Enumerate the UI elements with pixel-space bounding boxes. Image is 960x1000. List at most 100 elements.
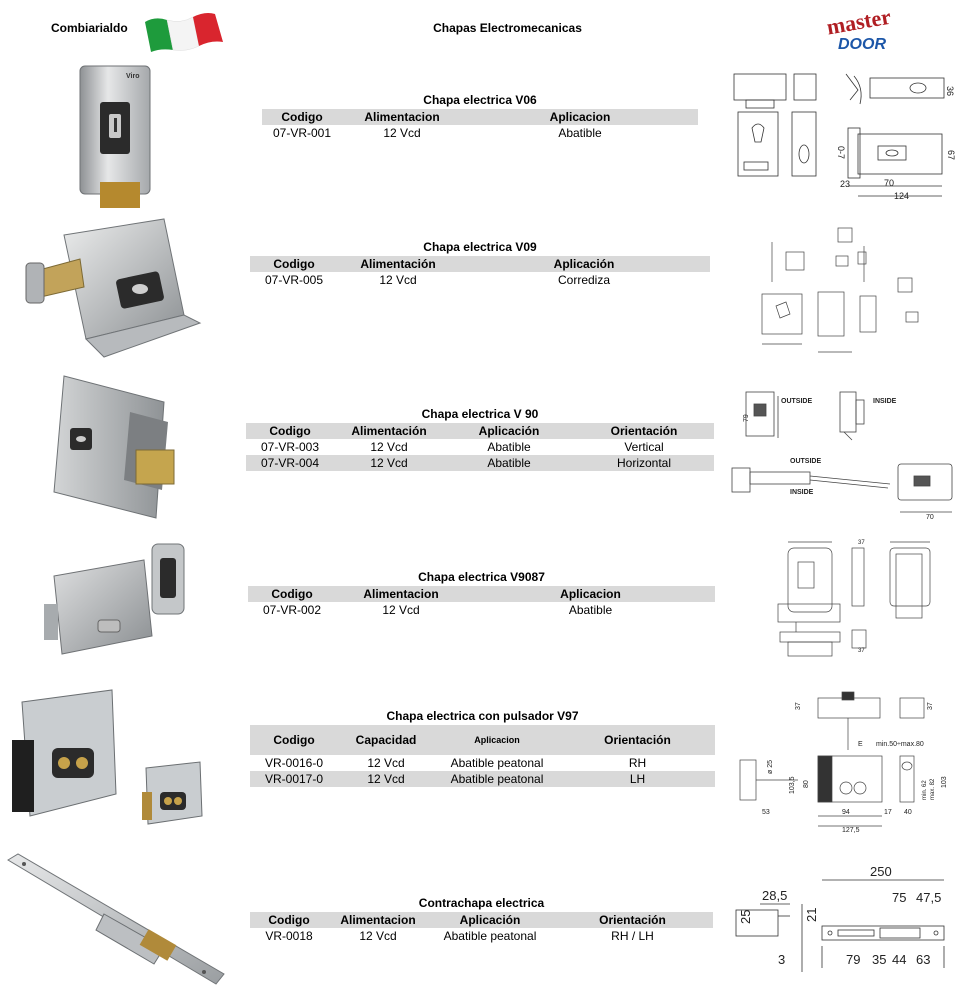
svg-text:E: E [858,741,863,748]
section-title: Contrachapa electrica [418,896,545,910]
svg-text:70: 70 [926,514,934,521]
table-row: 07-VR-003 12 Vcd Abatible Vertical [246,439,714,455]
svg-text:103: 103 [941,776,948,788]
cell-power: 12 Vcd [379,273,417,287]
cell-code: 07-VR-005 [264,273,324,287]
column-header: Alimentacion [328,912,428,928]
column-header: Aplicación [458,256,710,272]
column-header: Alimentación [334,423,444,439]
strike-plate-photo [4,850,226,990]
section-title: Chapa electrica V 90 [421,407,539,421]
table-row: 07-VR-004 12 Vcd Abatible Horizontal [246,455,714,471]
cell-power: 12 Vcd [383,126,421,140]
cell-application: Abatible peatonal [434,771,560,787]
cell-code: 07-VR-001 [272,126,332,140]
cell-code: VR-0017-0 [250,771,338,787]
svg-text:OUTSIDE: OUTSIDE [781,398,812,405]
svg-text:INSIDE: INSIDE [873,398,897,405]
column-header: Codigo [250,912,328,928]
section-title: Chapa electrica V9087 [418,570,545,584]
spec-table: Codigo Alimentacion Aplicación Orientaci… [250,912,713,944]
cell-capacity: 12 Vcd [367,756,405,770]
svg-text:47,5: 47,5 [916,890,941,905]
v06-technical-drawing: 36 67 0-7 23 70 124 [730,68,958,208]
column-header: Capacidad [338,725,434,755]
svg-text:0-7: 0-7 [836,146,846,159]
section-title: Chapa electrica V06 [423,93,537,107]
column-header: Orientación [560,725,715,755]
column-header: Aplicación [444,423,574,439]
svg-text:94: 94 [842,809,850,816]
cell-code: 07-VR-003 [260,440,320,454]
cell-application: Abatible peatonal [450,756,544,770]
v97-lock-photo [8,688,208,834]
table-row: VR-0016-0 12 Vcd Abatible peatonal RH [250,755,715,771]
cell-power: 12 Vcd [370,440,408,454]
spec-table: Codigo Capacidad Aplicacion Orientación … [250,725,715,787]
svg-text:35: 35 [872,952,886,967]
table-row: 07-VR-005 12 Vcd Corrediza [250,272,710,288]
cell-capacity: 12 Vcd [338,771,434,787]
svg-text:40: 40 [904,809,912,816]
cell-orientation: RH [628,756,647,770]
spec-table: Codigo Alimentacion Aplicacion 07-VR-001… [262,109,698,141]
cell-orientation: LH [560,771,715,787]
column-header: Codigo [248,586,336,602]
svg-text:17: 17 [884,809,892,816]
cell-application: Abatible [558,126,602,140]
svg-text:OUTSIDE: OUTSIDE [790,458,821,465]
v97-technical-drawing: 37 37 E min.50÷max.80 ø 25 103,5 80 94 1… [734,690,956,834]
svg-text:37: 37 [858,648,865,654]
master-door-logo: master DOOR [812,4,908,55]
spec-table: Codigo Alimentacion Aplicacion 07-VR-002… [248,586,715,618]
table-row: VR-0017-0 12 Vcd Abatible peatonal LH [250,771,715,787]
cell-code: 07-VR-002 [262,603,322,617]
spec-table: Codigo Alimentación Aplicación 07-VR-005… [250,256,710,288]
svg-text:63: 63 [916,952,930,967]
cell-application: Abatible [568,603,613,617]
svg-text:INSIDE: INSIDE [790,489,814,496]
svg-text:103,5: 103,5 [789,776,796,794]
column-header: Aplicacion [434,725,560,755]
cell-application: Abatible peatonal [443,929,537,943]
svg-text:79: 79 [743,414,750,422]
svg-text:21: 21 [804,908,819,922]
cell-code: 07-VR-004 [246,455,334,471]
cell-application: Abatible [444,455,574,471]
italian-flag [143,8,225,52]
spec-table: Codigo Alimentación Aplicación Orientaci… [246,423,714,471]
v09-technical-drawing [758,222,936,364]
cell-code: VR-0018 [265,929,313,943]
column-header: Orientación [574,423,714,439]
table-row: VR-0018 12 Vcd Abatible peatonal RH / LH [250,928,713,944]
svg-text:70: 70 [884,178,894,188]
cell-orientation: Vertical [624,440,664,454]
svg-text:28,5: 28,5 [762,888,787,903]
svg-text:37: 37 [795,702,802,710]
column-header: Codigo [262,109,342,125]
svg-text:124: 124 [894,191,909,201]
v9087-lock-photo [40,540,190,662]
table-row: 07-VR-002 12 Vcd Abatible [248,602,715,618]
svg-text:37: 37 [858,540,865,546]
svg-text:Viro: Viro [126,73,140,80]
cell-power: 12 Vcd [359,929,397,943]
v9087-technical-drawing: 37 37 [770,534,950,668]
column-header: Aplicacion [466,586,715,602]
table-row: 07-VR-001 12 Vcd Abatible [262,125,698,141]
svg-text:36: 36 [945,86,955,96]
cell-code: VR-0016-0 [264,756,324,770]
svg-text:23: 23 [840,179,850,189]
svg-text:master: master [825,5,893,40]
section-title: Chapa electrica con pulsador V97 [386,709,579,723]
svg-text:3: 3 [778,952,785,967]
column-header: Aplicación [428,912,552,928]
cell-power: 12 Vcd [334,455,444,471]
column-header: Aplicacion [462,109,698,125]
column-header: Codigo [250,725,338,755]
svg-text:37: 37 [927,702,934,710]
cell-application: Corrediza [557,273,611,287]
svg-text:67: 67 [946,150,956,160]
svg-text:75: 75 [892,890,906,905]
svg-text:25: 25 [738,910,753,924]
